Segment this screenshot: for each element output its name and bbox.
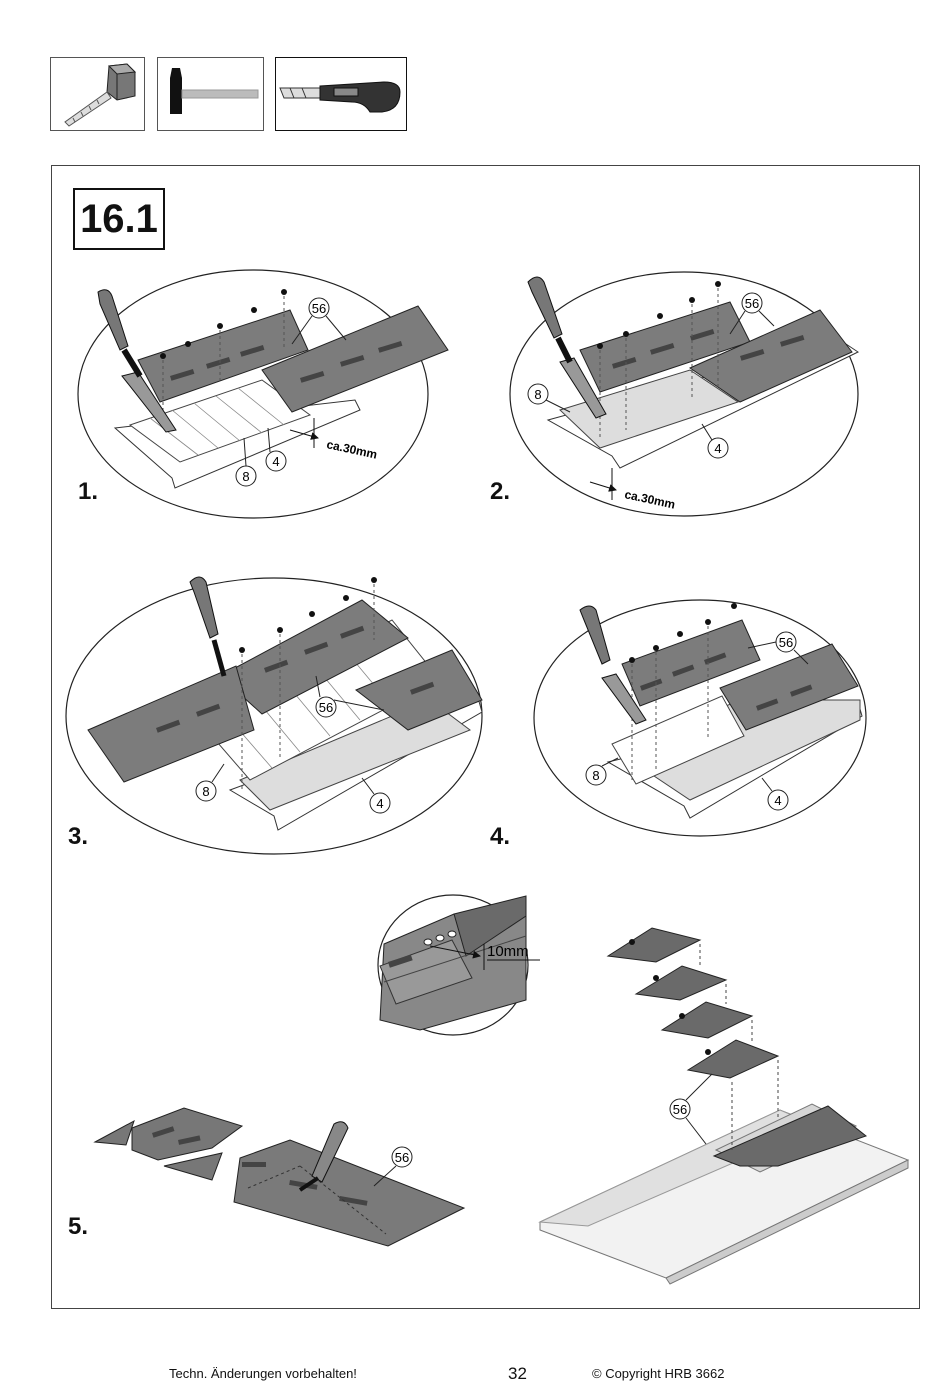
step-label-3: 3. [68, 823, 89, 850]
utility-knife-icon [279, 81, 401, 113]
step-1-illustration: ca.30mm 56 8 4 [77, 269, 449, 519]
footer-copyright: © Copyright HRB 3662 [592, 1366, 725, 1381]
callout-56-step1: 56 [312, 301, 326, 316]
tape-measure-icon [64, 63, 137, 127]
step-2-illustration: ca.30mm 56 8 4 [509, 271, 860, 517]
callout-4-step4: 4 [774, 793, 781, 808]
tape-measure-tool [50, 57, 145, 131]
page-number: 32 [508, 1364, 527, 1383]
callout-4-step1: 4 [272, 454, 279, 469]
step-4-illustration: 56 8 4 [533, 599, 867, 837]
callout-8-step4: 8 [592, 768, 599, 783]
step-label-5: 5. [68, 1213, 89, 1240]
callout-56-step3: 56 [319, 700, 333, 715]
callout-56-step4: 56 [779, 635, 793, 650]
step-3-illustration: 56 8 4 [65, 576, 483, 855]
step-label-4: 4. [490, 823, 511, 850]
detail-offset-illustration: 10mm [377, 894, 540, 1036]
footer-notice: Techn. Änderungen vorbehalten! [169, 1366, 357, 1381]
callout-56-step5: 56 [395, 1150, 409, 1165]
ridge-cap-stack [606, 927, 780, 1079]
section-number: 16.1 [73, 188, 165, 250]
callout-8-step2: 8 [534, 387, 541, 402]
step-label-2: 2. [490, 478, 511, 505]
callout-4-step3: 4 [376, 796, 383, 811]
ridge-cap-illustration: 56 [538, 927, 910, 1285]
callout-56-step2: 56 [745, 296, 759, 311]
callout-8-step1: 8 [242, 469, 249, 484]
hammer-icon [170, 68, 259, 114]
callout-4-step2: 4 [714, 441, 721, 456]
callout-8-step3: 8 [202, 784, 209, 799]
utility-knife-tool [275, 57, 407, 131]
step-5-illustration: 56 [93, 1107, 466, 1247]
offset-label: 10mm [487, 943, 529, 960]
illustration-frame [51, 165, 920, 1309]
callout-56-ridge: 56 [673, 1102, 687, 1117]
hammer-tool [157, 57, 264, 131]
step-label-1: 1. [78, 478, 99, 505]
